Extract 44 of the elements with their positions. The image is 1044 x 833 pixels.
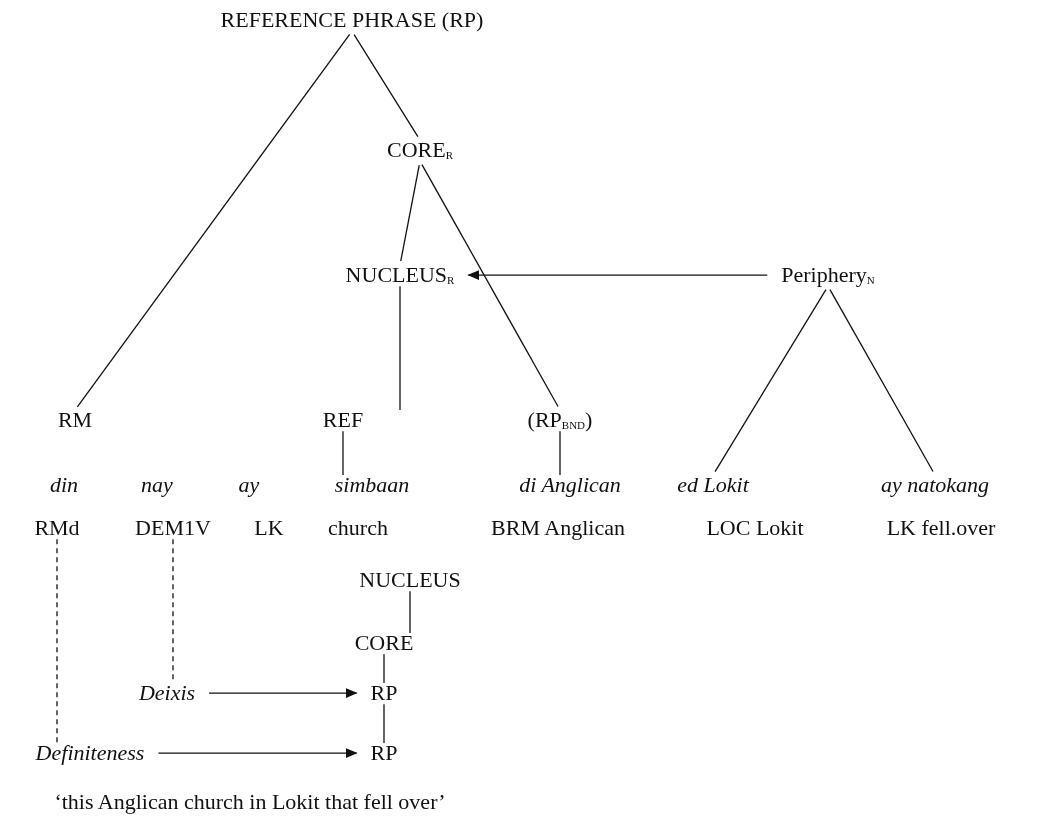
tree-node-label: ay natokang — [880, 473, 990, 498]
tree-branch — [559, 430, 561, 476]
tree-branch — [399, 285, 401, 411]
tree-node-label: RMd — [34, 516, 80, 541]
tree-node-label: RP — [370, 741, 398, 766]
tree-branch — [353, 33, 419, 138]
tree-node-label: DEM1V — [135, 516, 211, 541]
tree-branch — [342, 430, 344, 476]
tree-node-label: NUCLEUS — [359, 568, 461, 593]
tree-node-label: REF — [322, 408, 364, 433]
tree-branch — [409, 590, 411, 634]
tree-node-label: (RP$_{BND}$) — [527, 408, 593, 433]
tree-node-label: REFERENCE PHRASE (RP) — [220, 8, 484, 33]
gloss: LOC Lokit — [706, 516, 804, 541]
dashed-line — [56, 538, 58, 744]
tree-node-label: Deixis — [138, 681, 196, 706]
tree-node-label: RP — [370, 681, 398, 706]
tree-branch — [383, 653, 385, 684]
tree-node-label: CORE — [354, 631, 414, 656]
tree-node-label: simbaan — [334, 473, 410, 498]
arrow — [208, 688, 358, 699]
tree-node-label: ed Lokit — [677, 473, 749, 498]
gloss: BRM Anglican — [491, 516, 625, 541]
tree-node-label: CORE$_{R}$ — [387, 138, 453, 163]
arrow — [157, 748, 358, 759]
tree-branch — [76, 33, 351, 408]
gloss: LK — [254, 516, 284, 541]
tree-node-label: NUCLEUS$_{R}$ — [345, 263, 455, 288]
tree-node-label: Periphery$_{N}$ — [781, 263, 875, 288]
word-form: nay — [141, 473, 173, 498]
tree-branch — [383, 703, 385, 744]
word-form: din — [49, 473, 79, 498]
tree-branch — [421, 164, 559, 408]
translation-caption: ‘this Anglican church in Lokit that fell over’ — [54, 790, 446, 815]
gloss: church — [328, 516, 388, 541]
gloss: LK fell.over — [886, 516, 996, 541]
tree-branch — [829, 289, 934, 473]
tree-node-label: di Anglican — [519, 473, 621, 498]
arrow — [467, 270, 768, 281]
tree-node-label: Definiteness — [35, 741, 145, 766]
tree-branch — [714, 288, 827, 473]
tree-branch — [400, 164, 420, 262]
word-form: ay — [238, 473, 260, 498]
tree-node-label: RM — [57, 408, 93, 433]
